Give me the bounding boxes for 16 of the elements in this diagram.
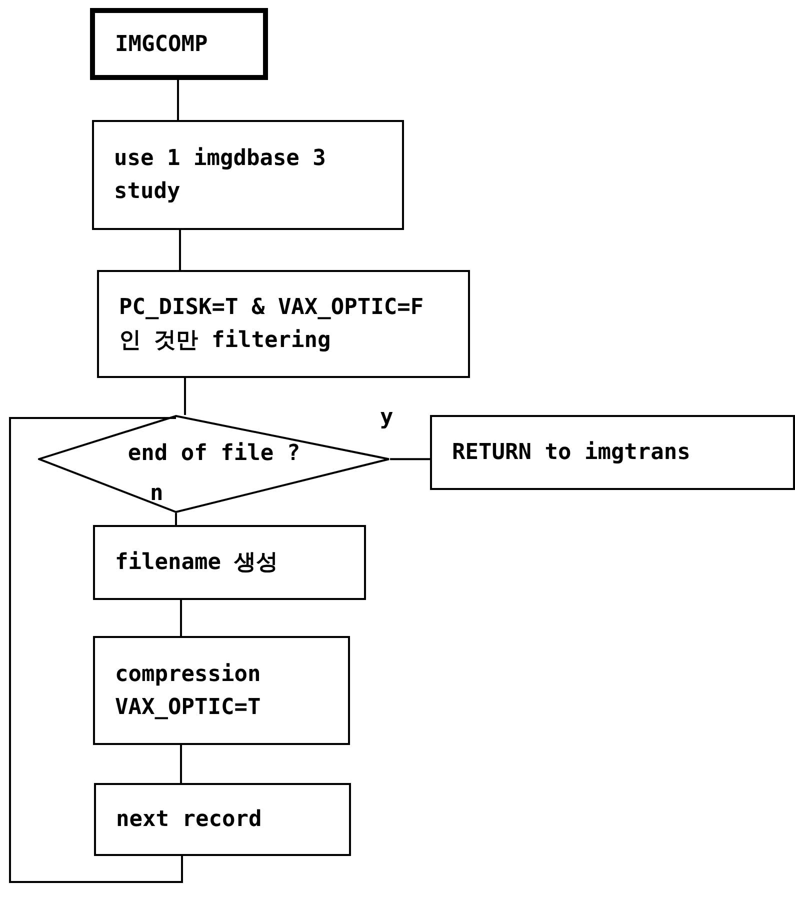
- process-box: next record: [94, 783, 351, 856]
- connector-line: [180, 745, 182, 783]
- connector-line: [177, 80, 179, 120]
- process-box: filename 생성: [93, 525, 366, 600]
- process-box: RETURN to imgtrans: [430, 415, 795, 490]
- connector-line: [9, 417, 183, 883]
- connector-line: [175, 513, 177, 525]
- connector-line: [179, 230, 181, 270]
- process-box: compression VAX_OPTIC=T: [93, 636, 350, 745]
- start-box: IMGCOMP: [90, 8, 268, 80]
- process-box: PC_DISK=T & VAX_OPTIC=F 인 것만 filtering: [97, 270, 470, 378]
- connector-line: [184, 378, 186, 415]
- connector-line: [180, 600, 182, 636]
- edge-label: n: [149, 483, 164, 505]
- connector-line: [390, 458, 430, 460]
- process-box: use 1 imgdbase 3 study: [92, 120, 404, 230]
